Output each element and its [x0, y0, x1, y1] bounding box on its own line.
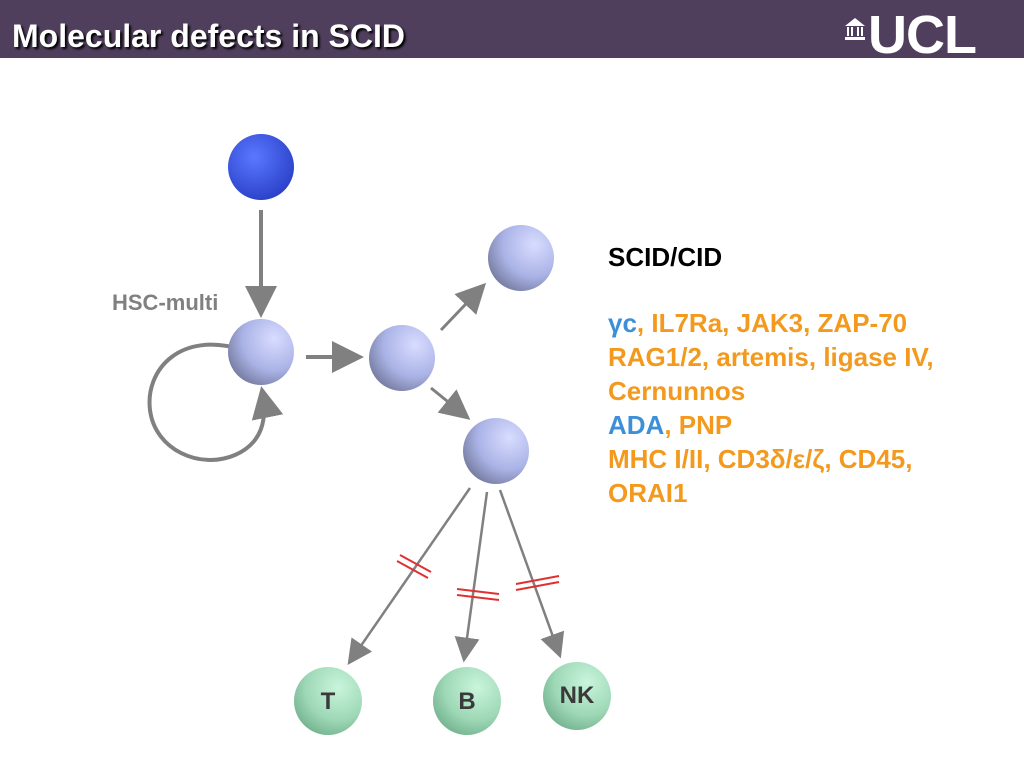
defect-line-cytokine: γc, IL7Ra, JAK3, ZAP-70: [608, 308, 908, 338]
defect-list-heading: SCID/CID: [608, 242, 723, 272]
arrow-to-lymphoid-progenitor: [430, 386, 471, 420]
block-mark-t: [396, 554, 432, 579]
defect-line-recombination: RAG1/2, artemis, ligase IV,: [608, 342, 934, 372]
hsc-multi-label: HSC-multi: [112, 290, 219, 315]
arrow-to-upper-progenitor: [439, 282, 487, 332]
arrow-to-nk: [498, 489, 565, 659]
lymphoid-progenitor-cell: [463, 418, 529, 484]
defect-line-orai1: ORAI1: [608, 478, 688, 508]
ucl-logo: UCL: [868, 5, 977, 65]
t-cell-label: T: [320, 688, 336, 715]
self-renewal-loop: [147, 342, 284, 462]
arrow-to-b: [454, 491, 489, 663]
arrow-to-t: [347, 487, 472, 666]
defect-line-metabolic: ADA, PNP: [608, 410, 733, 440]
slide-title: Molecular defects in SCID: [12, 18, 405, 54]
defect-line-cernunnos: Cernunnos: [608, 376, 746, 406]
nk-cell-label: NK: [559, 682, 595, 709]
ada-text: ADA: [608, 410, 665, 440]
block-mark-b: [456, 588, 500, 601]
block-mark-nk: [515, 575, 560, 591]
t-cell: [294, 667, 362, 735]
nk-cell: [543, 662, 611, 730]
b-cell-label: B: [458, 688, 476, 715]
stem-cell: [228, 134, 294, 200]
defect-line-signaling: MHC I/II, CD3δ/ε/ζ, CD45,: [608, 444, 913, 474]
b-cell: [433, 667, 501, 735]
ucl-portico-icon: [845, 18, 865, 40]
header-bar: Molecular defects in SCID UCL: [0, 0, 1024, 65]
defect-list: SCID/CID γc, IL7Ra, JAK3, ZAP-70 RAG1/2,…: [608, 240, 1018, 510]
upper-progenitor-cell: [488, 225, 554, 291]
hsc-cell: [228, 319, 294, 385]
gamma-c-text: γc: [608, 308, 637, 338]
multipotent-progenitor-cell: [369, 325, 435, 391]
